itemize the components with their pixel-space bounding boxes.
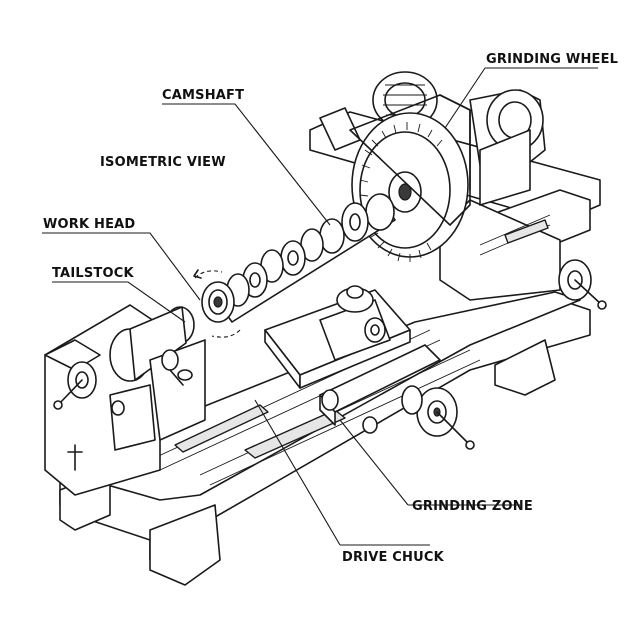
label-camshaft: CAMSHAFT (162, 88, 244, 103)
camshaft (219, 193, 396, 323)
handwheel-icon (401, 385, 475, 450)
label-drive-chuck: DRIVE CHUCK (342, 550, 445, 565)
drive-chuck (193, 269, 241, 338)
label-grinding-zone: GRINDING ZONE (412, 499, 533, 514)
work-table (264, 285, 441, 434)
label-isometric-view: ISOMETRIC VIEW (100, 155, 226, 170)
tailstock (44, 304, 206, 496)
leader-lines (42, 67, 598, 546)
handwheel-icon (53, 361, 97, 471)
label-work-head: WORK HEAD (43, 217, 135, 232)
label-tailstock: TAILSTOCK (52, 266, 134, 281)
handwheel-icon (558, 259, 607, 310)
label-grinding-wheel: GRINDING WHEEL (486, 52, 618, 67)
